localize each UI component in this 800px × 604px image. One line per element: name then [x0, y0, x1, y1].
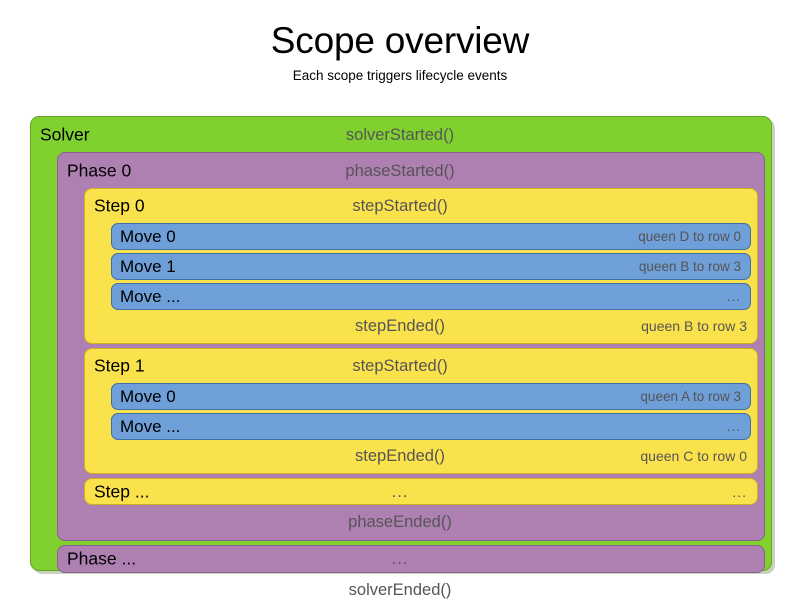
move-detail: ... [726, 418, 741, 434]
step-0-started-event: stepStarted() [352, 197, 448, 215]
move-row[interactable]: Move 0 queen A to row 3 [111, 383, 751, 410]
move-label: Move 1 [120, 256, 176, 276]
solver-label: Solver [40, 124, 90, 145]
solver-started-row: Solver solverStarted() [31, 121, 771, 149]
phase-0-started-row: Phase 0 phaseStarted() [58, 157, 764, 185]
step-1-ended-detail: queen C to row 0 [640, 448, 747, 464]
phase-0-label: Phase 0 [67, 160, 132, 181]
move-detail: queen B to row 3 [638, 258, 741, 274]
step-0-label: Step 0 [94, 195, 145, 216]
phase-0-ended-event: phaseEnded() [348, 513, 452, 531]
step-1-ended-row: stepEnded() queen C to row 0 [85, 442, 757, 470]
move-detail: ... [726, 288, 741, 304]
solver-scope[interactable]: Solver solverStarted() Phase 0 phaseStar… [30, 116, 772, 599]
step-1-started-event: stepStarted() [352, 357, 448, 375]
move-row[interactable]: Move ... ... [111, 283, 751, 310]
phase-ellipsis-scope[interactable]: Phase ... ... [57, 545, 765, 573]
page-subtitle: Each scope triggers lifecycle events [292, 68, 508, 83]
step-1-started-row: Step 1 stepStarted() [85, 352, 757, 380]
step-0-started-row: Step 0 stepStarted() [85, 192, 757, 220]
step-1-scope[interactable]: Step 1 stepStarted() Move 0 queen A to r… [84, 348, 758, 474]
phase-ellipsis-label: Phase ... [67, 548, 137, 569]
step-0-scope[interactable]: Step 0 stepStarted() Move 0 queen D to r… [84, 188, 758, 344]
step-0-ended-event: stepEnded() [355, 317, 445, 335]
heading: Scope overview Each scope triggers lifec… [0, 0, 800, 83]
step-ellipsis-detail: ... [732, 483, 747, 500]
solver-ended-row: solverEnded() [31, 576, 771, 604]
phase-0-started-event: phaseStarted() [345, 162, 455, 180]
move-detail: queen D to row 0 [638, 228, 741, 244]
phase-ellipsis-event: ... [391, 550, 409, 568]
move-row[interactable]: Move 0 queen D to row 0 [111, 223, 751, 250]
solver-started-event: solverStarted() [345, 126, 455, 144]
phase-0-ended-row: phaseEnded() [58, 508, 764, 536]
solver-ended-event: solverEnded() [348, 581, 452, 599]
move-label: Move 0 [120, 386, 176, 406]
step-1-label: Step 1 [94, 355, 145, 376]
step-ellipsis-label: Step ... [94, 481, 150, 501]
move-label: Move ... [120, 416, 181, 436]
step-ellipsis-scope[interactable]: Step ... ... ... [84, 478, 758, 505]
move-detail: queen A to row 3 [640, 388, 741, 404]
step-0-ended-detail: queen B to row 3 [641, 318, 747, 334]
step-ellipsis-event: ... [391, 482, 409, 501]
step-1-ended-event: stepEnded() [355, 447, 445, 465]
move-row[interactable]: Move 1 queen B to row 3 [111, 253, 751, 280]
step-0-ended-row: stepEnded() queen B to row 3 [85, 312, 757, 340]
phase-0-scope[interactable]: Phase 0 phaseStarted() Step 0 stepStarte… [57, 152, 765, 541]
page-title: Scope overview [270, 20, 530, 61]
move-row[interactable]: Move ... ... [111, 413, 751, 440]
move-label: Move ... [120, 286, 181, 306]
move-label: Move 0 [120, 226, 176, 246]
